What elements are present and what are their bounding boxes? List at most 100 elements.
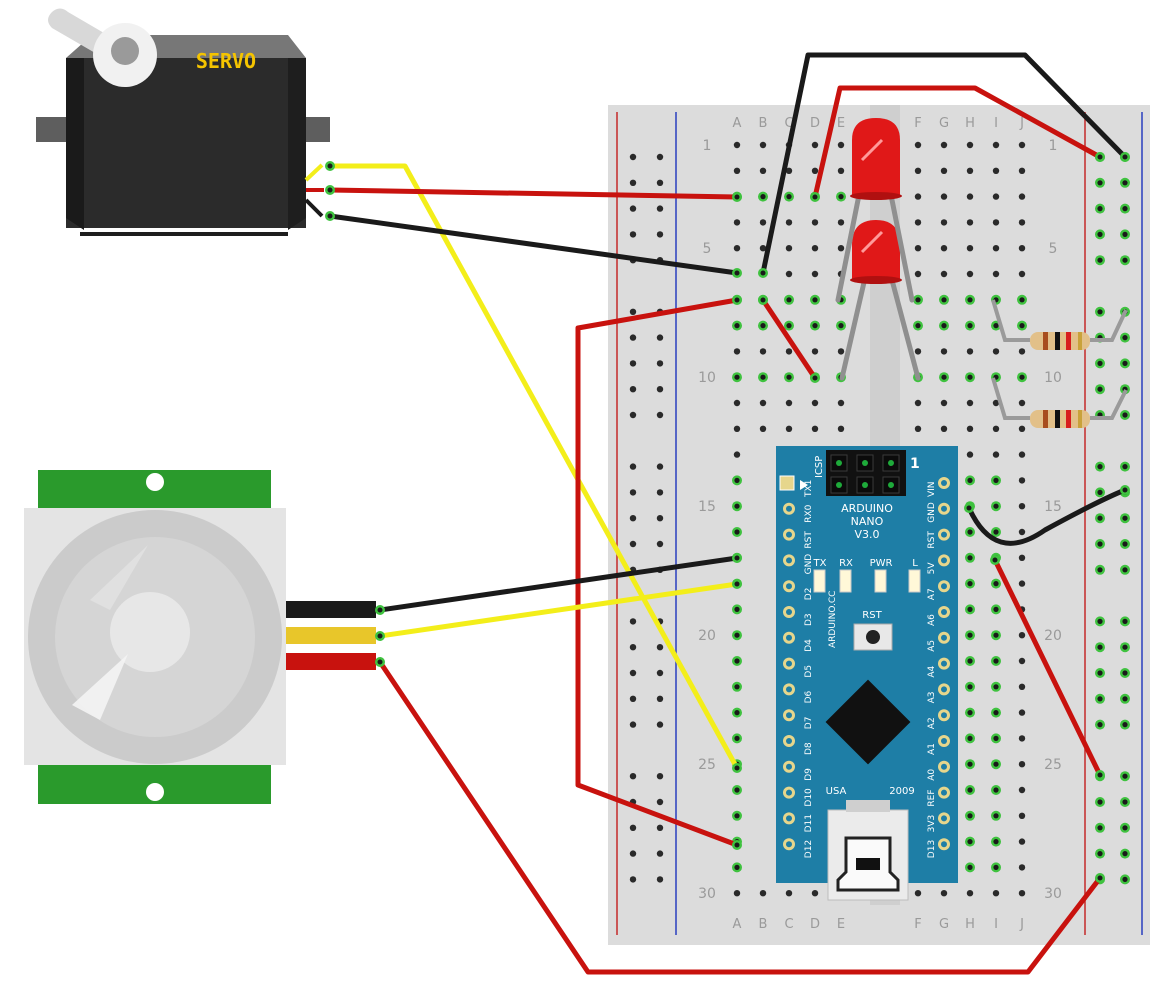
- breadboard-hole: [966, 890, 974, 897]
- breadboard-hole: [966, 451, 974, 458]
- rail-hole: [629, 618, 637, 625]
- breadboard-hole: [759, 245, 767, 252]
- column-letter-top: B: [759, 116, 768, 131]
- rail-hole: [629, 308, 637, 315]
- rail-hole: [629, 876, 637, 883]
- row-number-left: 30: [698, 886, 716, 902]
- breadboard-hole: [914, 890, 922, 897]
- column-letter-bottom: E: [837, 917, 845, 932]
- breadboard-hole: [1018, 812, 1026, 819]
- breadboard-hole: [992, 167, 1000, 174]
- nano-pin-label-right: RST: [927, 531, 937, 549]
- wire-ground-right: [966, 487, 1128, 546]
- column-letter-top: D: [810, 116, 820, 131]
- breadboard-hole: [811, 425, 819, 432]
- breadboard-hole: [759, 425, 767, 432]
- breadboard-hole: [811, 219, 819, 226]
- rail-hole: [629, 411, 637, 419]
- breadboard-hole: [837, 141, 845, 149]
- breadboard-hole: [966, 193, 974, 200]
- breadboard-hole: [1018, 786, 1026, 794]
- wire-pir-ground: [377, 555, 740, 613]
- year-label: 2009: [889, 786, 914, 797]
- rail-hole: [656, 411, 664, 419]
- breadboard-hole: [1018, 219, 1026, 226]
- rail-hole: [629, 463, 637, 470]
- breadboard-hole: [940, 245, 948, 252]
- row-number-right: 25: [1044, 757, 1062, 773]
- chip-icon: [825, 679, 911, 765]
- nano-pin-label-right: 5V: [927, 562, 937, 575]
- rail-hole: [629, 515, 637, 522]
- breadboard-hole: [940, 348, 948, 355]
- breadboard-hole: [733, 167, 741, 174]
- breadboard-hole: [1018, 477, 1026, 484]
- breadboard-hole: [992, 425, 1000, 432]
- breadboard-hole: [733, 451, 741, 458]
- nano-pin-label-left: TX1: [804, 480, 814, 498]
- breadboard-hole: [733, 245, 741, 252]
- row-number-right: 1: [1049, 138, 1058, 154]
- nano-pin-label-right: A6: [927, 614, 937, 626]
- nano-pin-label-left: D9: [804, 768, 814, 781]
- breadboard-hole: [837, 219, 845, 226]
- nano-pin-label-right: GND: [927, 502, 937, 523]
- wire-ground-rail: [760, 52, 1128, 276]
- breadboard-hole: [1018, 683, 1026, 690]
- breadboard-hole: [914, 167, 922, 174]
- rail-hole: [629, 824, 637, 831]
- breadboard-hole: [914, 193, 922, 200]
- nano-pin-label-left: D5: [804, 665, 814, 678]
- breadboard-hole: [733, 425, 741, 432]
- breadboard-hole: [785, 245, 793, 252]
- nano-pin-label-left: D7: [804, 717, 814, 730]
- rail-hole: [656, 515, 664, 522]
- rail-hole: [629, 644, 637, 651]
- rail-hole: [629, 695, 637, 702]
- nano-pin-label-right: A0: [927, 769, 937, 781]
- rail-hole: [656, 876, 664, 883]
- breadboard-hole: [785, 270, 793, 278]
- breadboard-hole: [1018, 554, 1026, 561]
- breadboard-hole: [1018, 735, 1026, 742]
- column-letter-bottom: D: [810, 917, 820, 932]
- rail-hole: [629, 721, 637, 728]
- breadboard-hole: [940, 167, 948, 174]
- breadboard-hole: [837, 245, 845, 252]
- breadboard-hole: [1018, 709, 1026, 716]
- nano-pin-label-right: A5: [927, 640, 937, 652]
- row-number-right: 30: [1044, 886, 1062, 902]
- usb-connector-icon: [827, 800, 909, 901]
- breadboard-hole: [940, 890, 948, 897]
- rail-hole: [629, 205, 637, 212]
- breadboard-hole: [1018, 503, 1026, 510]
- rail-hole: [656, 334, 664, 341]
- nano-pin-label-left: D3: [804, 613, 814, 626]
- resistor-top: [991, 299, 1128, 350]
- board-name-line2: NANO: [851, 515, 884, 528]
- breadboard-hole: [1018, 528, 1026, 536]
- breadboard-hole: [759, 141, 767, 149]
- breadboard-hole: [759, 399, 767, 407]
- breadboard-hole: [914, 270, 922, 278]
- breadboard-hole: [966, 399, 974, 407]
- column-letter-top: I: [994, 116, 998, 131]
- rail-hole: [656, 540, 664, 548]
- nano-pin-label-left: D2: [804, 588, 814, 601]
- column-letter-top: E: [837, 116, 845, 131]
- wire-red-diag: [760, 297, 818, 381]
- led-l-label: L: [912, 558, 918, 569]
- column-letter-bottom: J: [1019, 917, 1024, 932]
- breadboard-hole: [785, 348, 793, 355]
- breadboard-hole: [940, 270, 948, 278]
- breadboard-hole: [992, 348, 1000, 355]
- row-number-right: 20: [1044, 628, 1062, 644]
- breadboard-hole: [1018, 580, 1026, 587]
- breadboard-hole: [785, 219, 793, 226]
- breadboard-hole: [811, 890, 819, 897]
- breadboard-hole: [837, 399, 845, 407]
- nano-pin-label-left: D10: [804, 788, 814, 807]
- breadboard-hole: [1018, 193, 1026, 200]
- breadboard-hole: [733, 890, 741, 897]
